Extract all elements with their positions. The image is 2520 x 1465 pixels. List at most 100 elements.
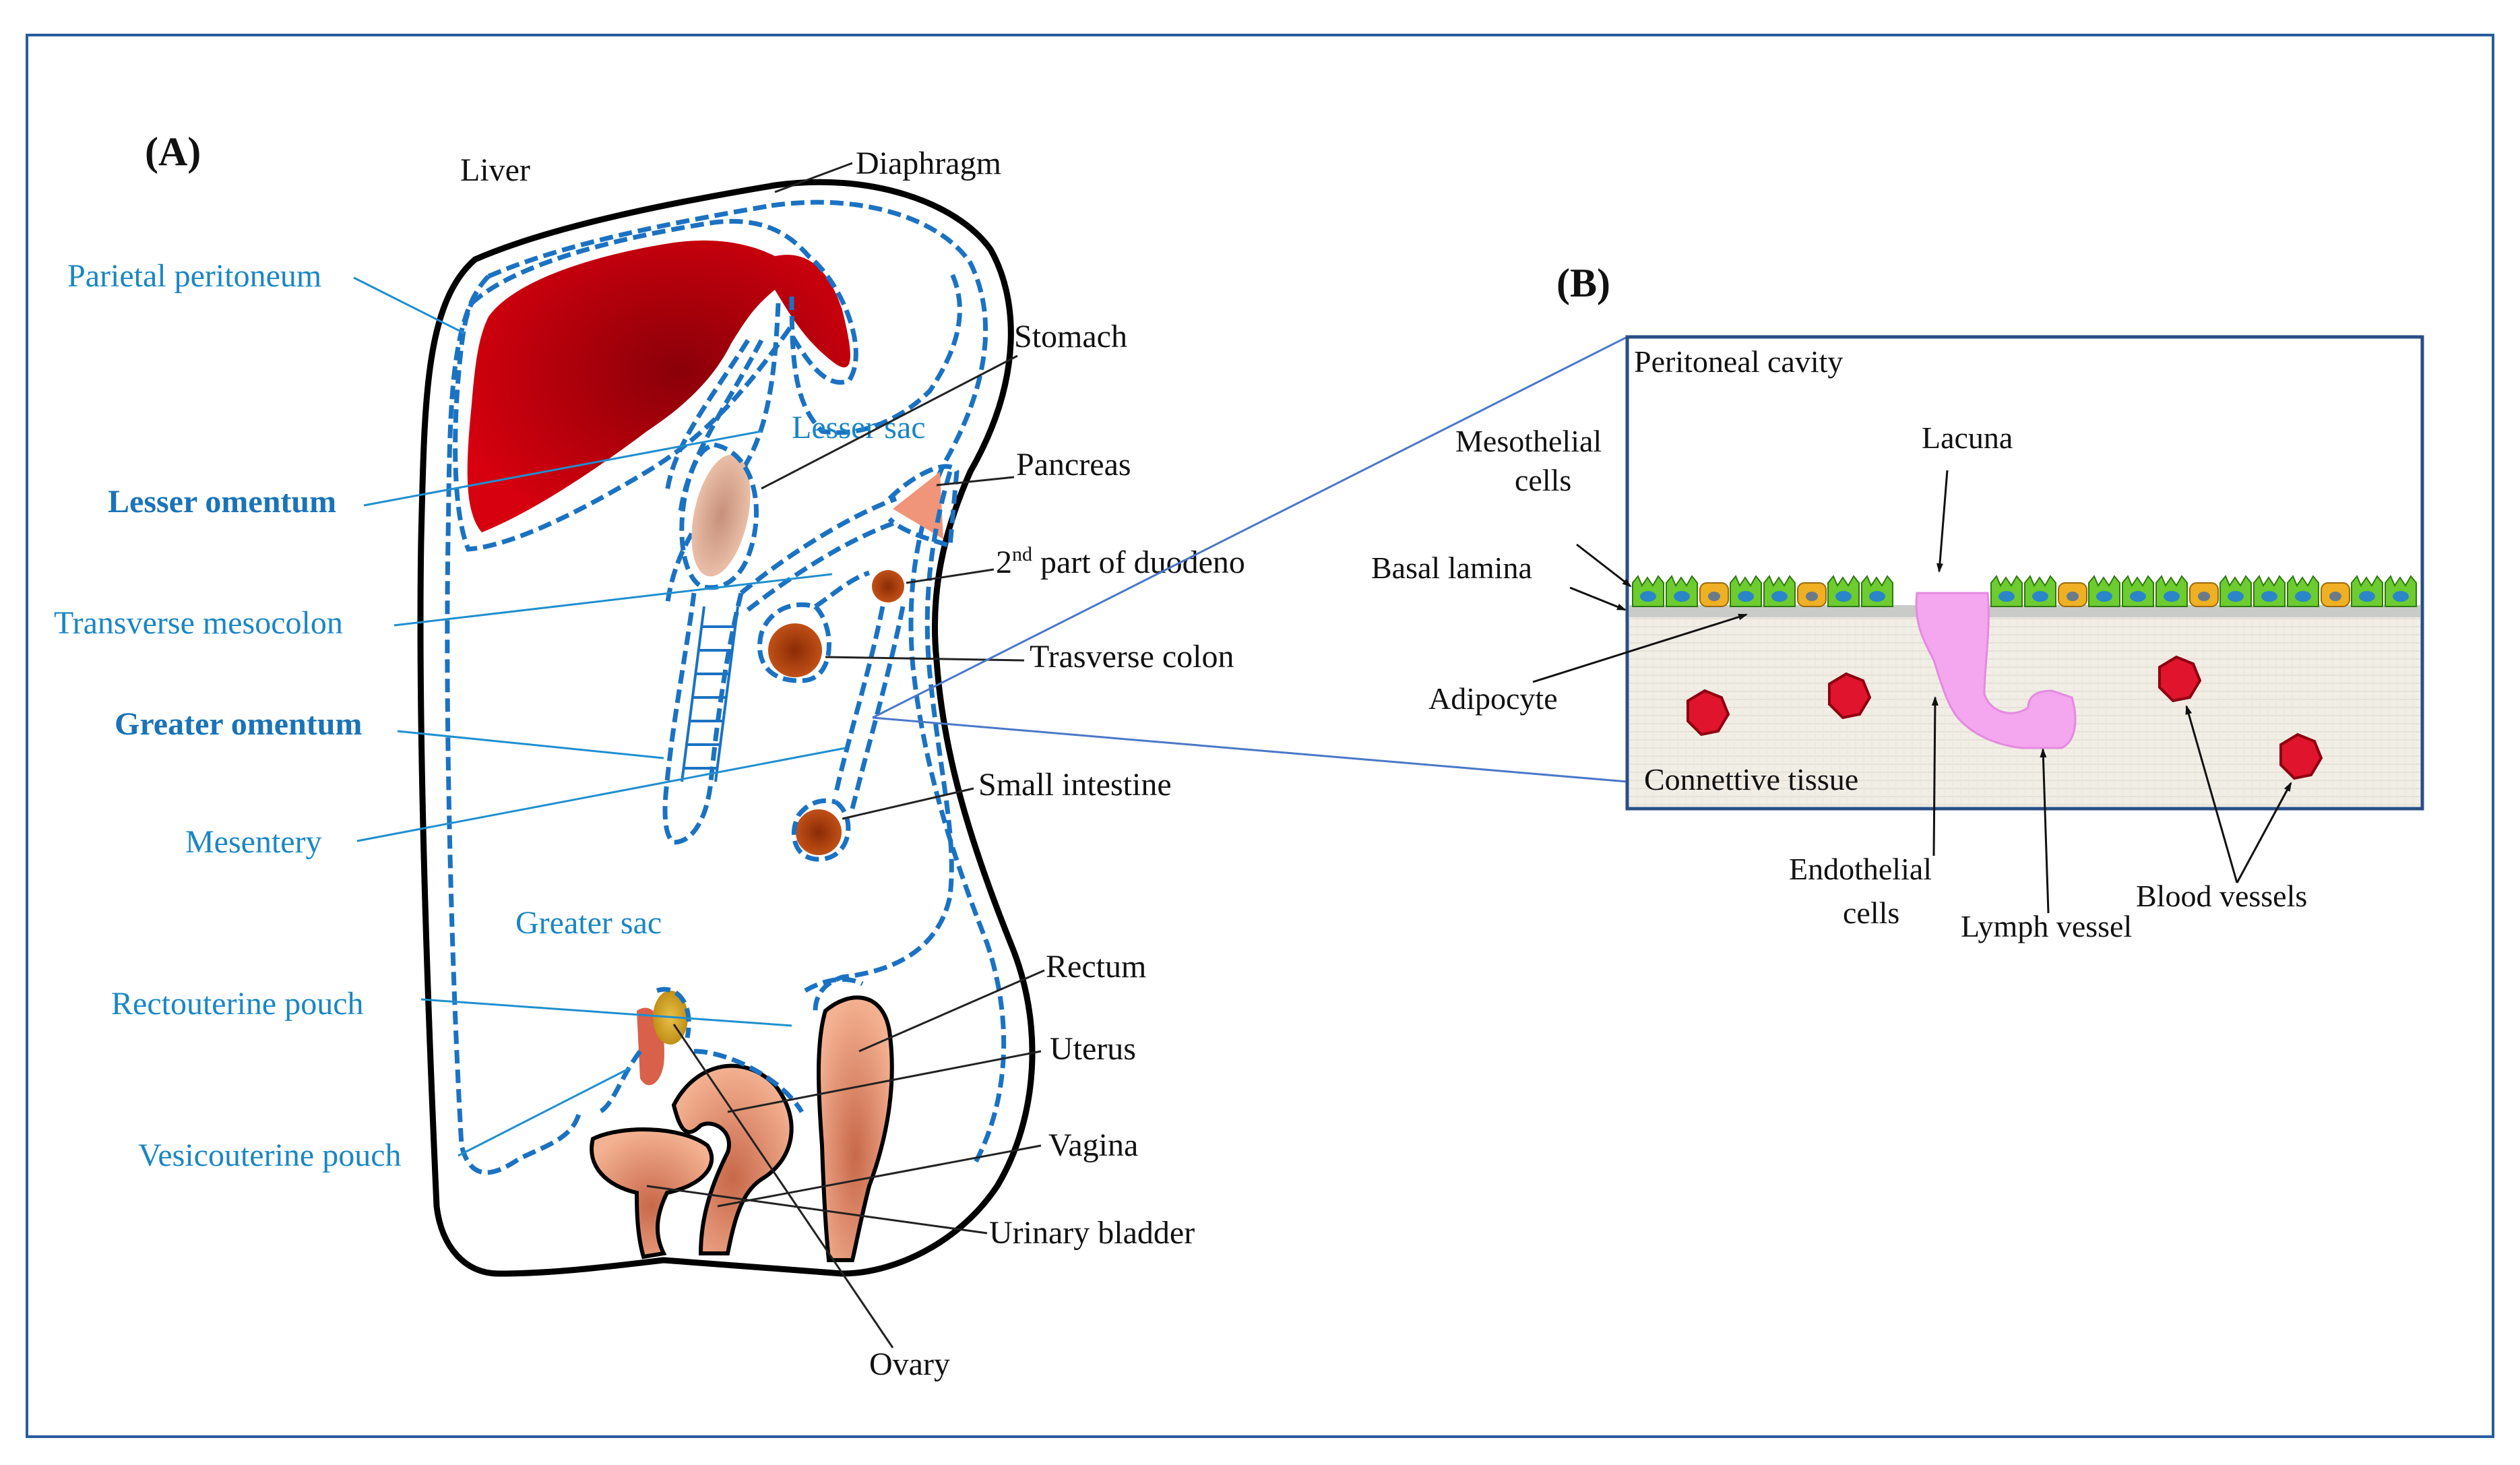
vesicouterine-pouch-label: Vesicouterine pouch: [138, 1137, 402, 1173]
pancreas-leader: [936, 476, 1015, 487]
mesothelial-layer: [1632, 575, 2417, 607]
mesothelial-cell: [1632, 575, 1664, 607]
mesothelial-label-line1: Mesothelial: [1455, 424, 1602, 458]
pancreas-peritoneum: [887, 464, 959, 549]
pancreas: [893, 472, 943, 539]
mesothelial-arrow: [1576, 543, 1632, 588]
trasverse-colon-leader: [825, 656, 1025, 662]
urinary-bladder: [590, 1127, 714, 1259]
ovary-label: Ovary: [869, 1346, 950, 1382]
connettive-tissue-label: Connettive tissue: [1644, 762, 1858, 797]
transverse-mesocolon-leader: [393, 573, 833, 627]
duodeno-leader: [906, 568, 995, 584]
mesothelial-cell: [1730, 575, 1762, 607]
mesothelial-cell: [2385, 575, 2417, 607]
greater-omentum-ladder: [685, 625, 734, 770]
mesothelial-cell: [1827, 575, 1860, 607]
adipocyte-cell: [2321, 582, 2350, 607]
greater-omentum-label: Greater omentum: [115, 706, 362, 742]
mesothelial-cell: [2155, 575, 2188, 607]
mesocolon-fold: [739, 496, 897, 612]
lacuna-label: Lacuna: [1922, 420, 2013, 455]
mesothelial-cell: [2351, 575, 2383, 607]
basal-lamina-arrow: [1569, 586, 1627, 611]
small-intestine-peritoneum: [791, 798, 851, 862]
liver-peritoneum: [453, 218, 858, 552]
blood-vessel: [2279, 732, 2323, 780]
small-intestine-label: Small intestine: [978, 767, 1172, 803]
mesothelial-cell: [2287, 575, 2319, 607]
mesothelial-cell: [2088, 575, 2120, 607]
stomach-leader: [761, 354, 1018, 490]
diaphragm-label: Diaphragm: [856, 146, 1001, 181]
rectouterine-pouch-label: Rectouterine pouch: [111, 986, 364, 1022]
pelvic-peritoneum: [598, 976, 864, 1115]
outer-frame: [26, 34, 2494, 1438]
greater-omentum-leader: [397, 730, 664, 759]
mesothelial-cell: [2219, 575, 2252, 607]
transverse-mesocolon-label: Transverse mesocolon: [54, 605, 343, 641]
mesothelial-cell: [2024, 575, 2056, 607]
blood-vessel-arrow-2: [2236, 782, 2292, 883]
stomach-peritoneum: [679, 442, 759, 590]
abdominal-wall-outline: [417, 179, 1036, 1277]
rectum: [817, 995, 894, 1262]
duodeno-label: 2nd part of duodeno: [996, 543, 1245, 580]
mesothelial-cell: [1861, 575, 1893, 607]
mesothelial-cell: [1763, 575, 1796, 607]
parietal-peritoneum-left: [445, 274, 582, 1175]
pancreas-label: Pancreas: [1016, 447, 1131, 482]
endothelial-label-line1: Endothelial: [1789, 852, 1932, 886]
urinary-bladder-leader: [646, 1185, 988, 1235]
adipocyte-cell: [2058, 582, 2087, 607]
blood-vessel: [1828, 672, 1872, 720]
stomach-label: Stomach: [1014, 319, 1127, 354]
endothelial-label-line2: cells: [1843, 896, 1899, 930]
lymph-vessel-label: Lymph vessel: [1961, 909, 2132, 943]
adipocyte-cell: [1699, 582, 1729, 607]
transverse-colon-peritoneum: [757, 570, 871, 683]
mesentery-leader: [356, 747, 846, 842]
panel-b-title: (B): [1556, 261, 1610, 305]
adipocyte-label: Adipocyte: [1428, 681, 1558, 716]
liver: [467, 240, 850, 532]
parietal-peritoneum-label: Parietal peritoneum: [67, 258, 321, 294]
mesothelial-label-line2: cells: [1515, 463, 1571, 497]
uterus: [671, 1063, 794, 1255]
lymph-vessel: [1915, 592, 2077, 749]
mesothelial-cell: [1990, 575, 2023, 607]
uterus-leader: [727, 1050, 1042, 1113]
lesser-omentum-fold: [664, 339, 764, 513]
transverse-colon: [768, 623, 822, 677]
peritoneal-cavity-label: Peritoneal cavity: [1634, 344, 1843, 379]
endothelial-arrow: [1931, 696, 1939, 856]
diaphragm-leader: [774, 162, 853, 193]
zoom-line-bottom: [872, 716, 1628, 783]
adipocyte-arrow: [1532, 613, 1748, 683]
mesothelial-cell: [2122, 575, 2154, 607]
greater-sac-label: Greater sac: [515, 905, 662, 941]
duodenum: [872, 570, 904, 602]
parietal-peritoneum-line: [487, 199, 1007, 1167]
lesser-omentum-label: Lesser omentum: [108, 484, 336, 520]
mesothelial-cell: [1666, 575, 1698, 607]
lesser-sac-loop: [664, 268, 962, 607]
liver-label: Liver: [460, 152, 530, 188]
basal-lamina-strip: [1629, 605, 2420, 617]
ovary-leader: [672, 1024, 894, 1348]
small-intestine: [796, 809, 842, 855]
zoom-line-top: [872, 336, 1628, 719]
parietal-peritoneum-leader: [353, 276, 466, 335]
adipocyte-cell: [2189, 582, 2219, 607]
urinary-bladder-label: Urinary bladder: [989, 1215, 1195, 1251]
panel-a-title: (A): [145, 129, 201, 174]
vesicouterine-pouch-leader: [458, 1067, 631, 1157]
lymph-vessel-arrow: [2040, 748, 2050, 914]
mesentery-label: Mesentery: [185, 824, 322, 860]
trasverse-colon-label: Trasverse colon: [1030, 639, 1234, 675]
rectum-label: Rectum: [1046, 949, 1146, 985]
basal-lamina-label: Basal lamina: [1371, 551, 1532, 585]
greater-omentum-rails: [681, 606, 739, 782]
blood-vessel: [2158, 655, 2202, 703]
